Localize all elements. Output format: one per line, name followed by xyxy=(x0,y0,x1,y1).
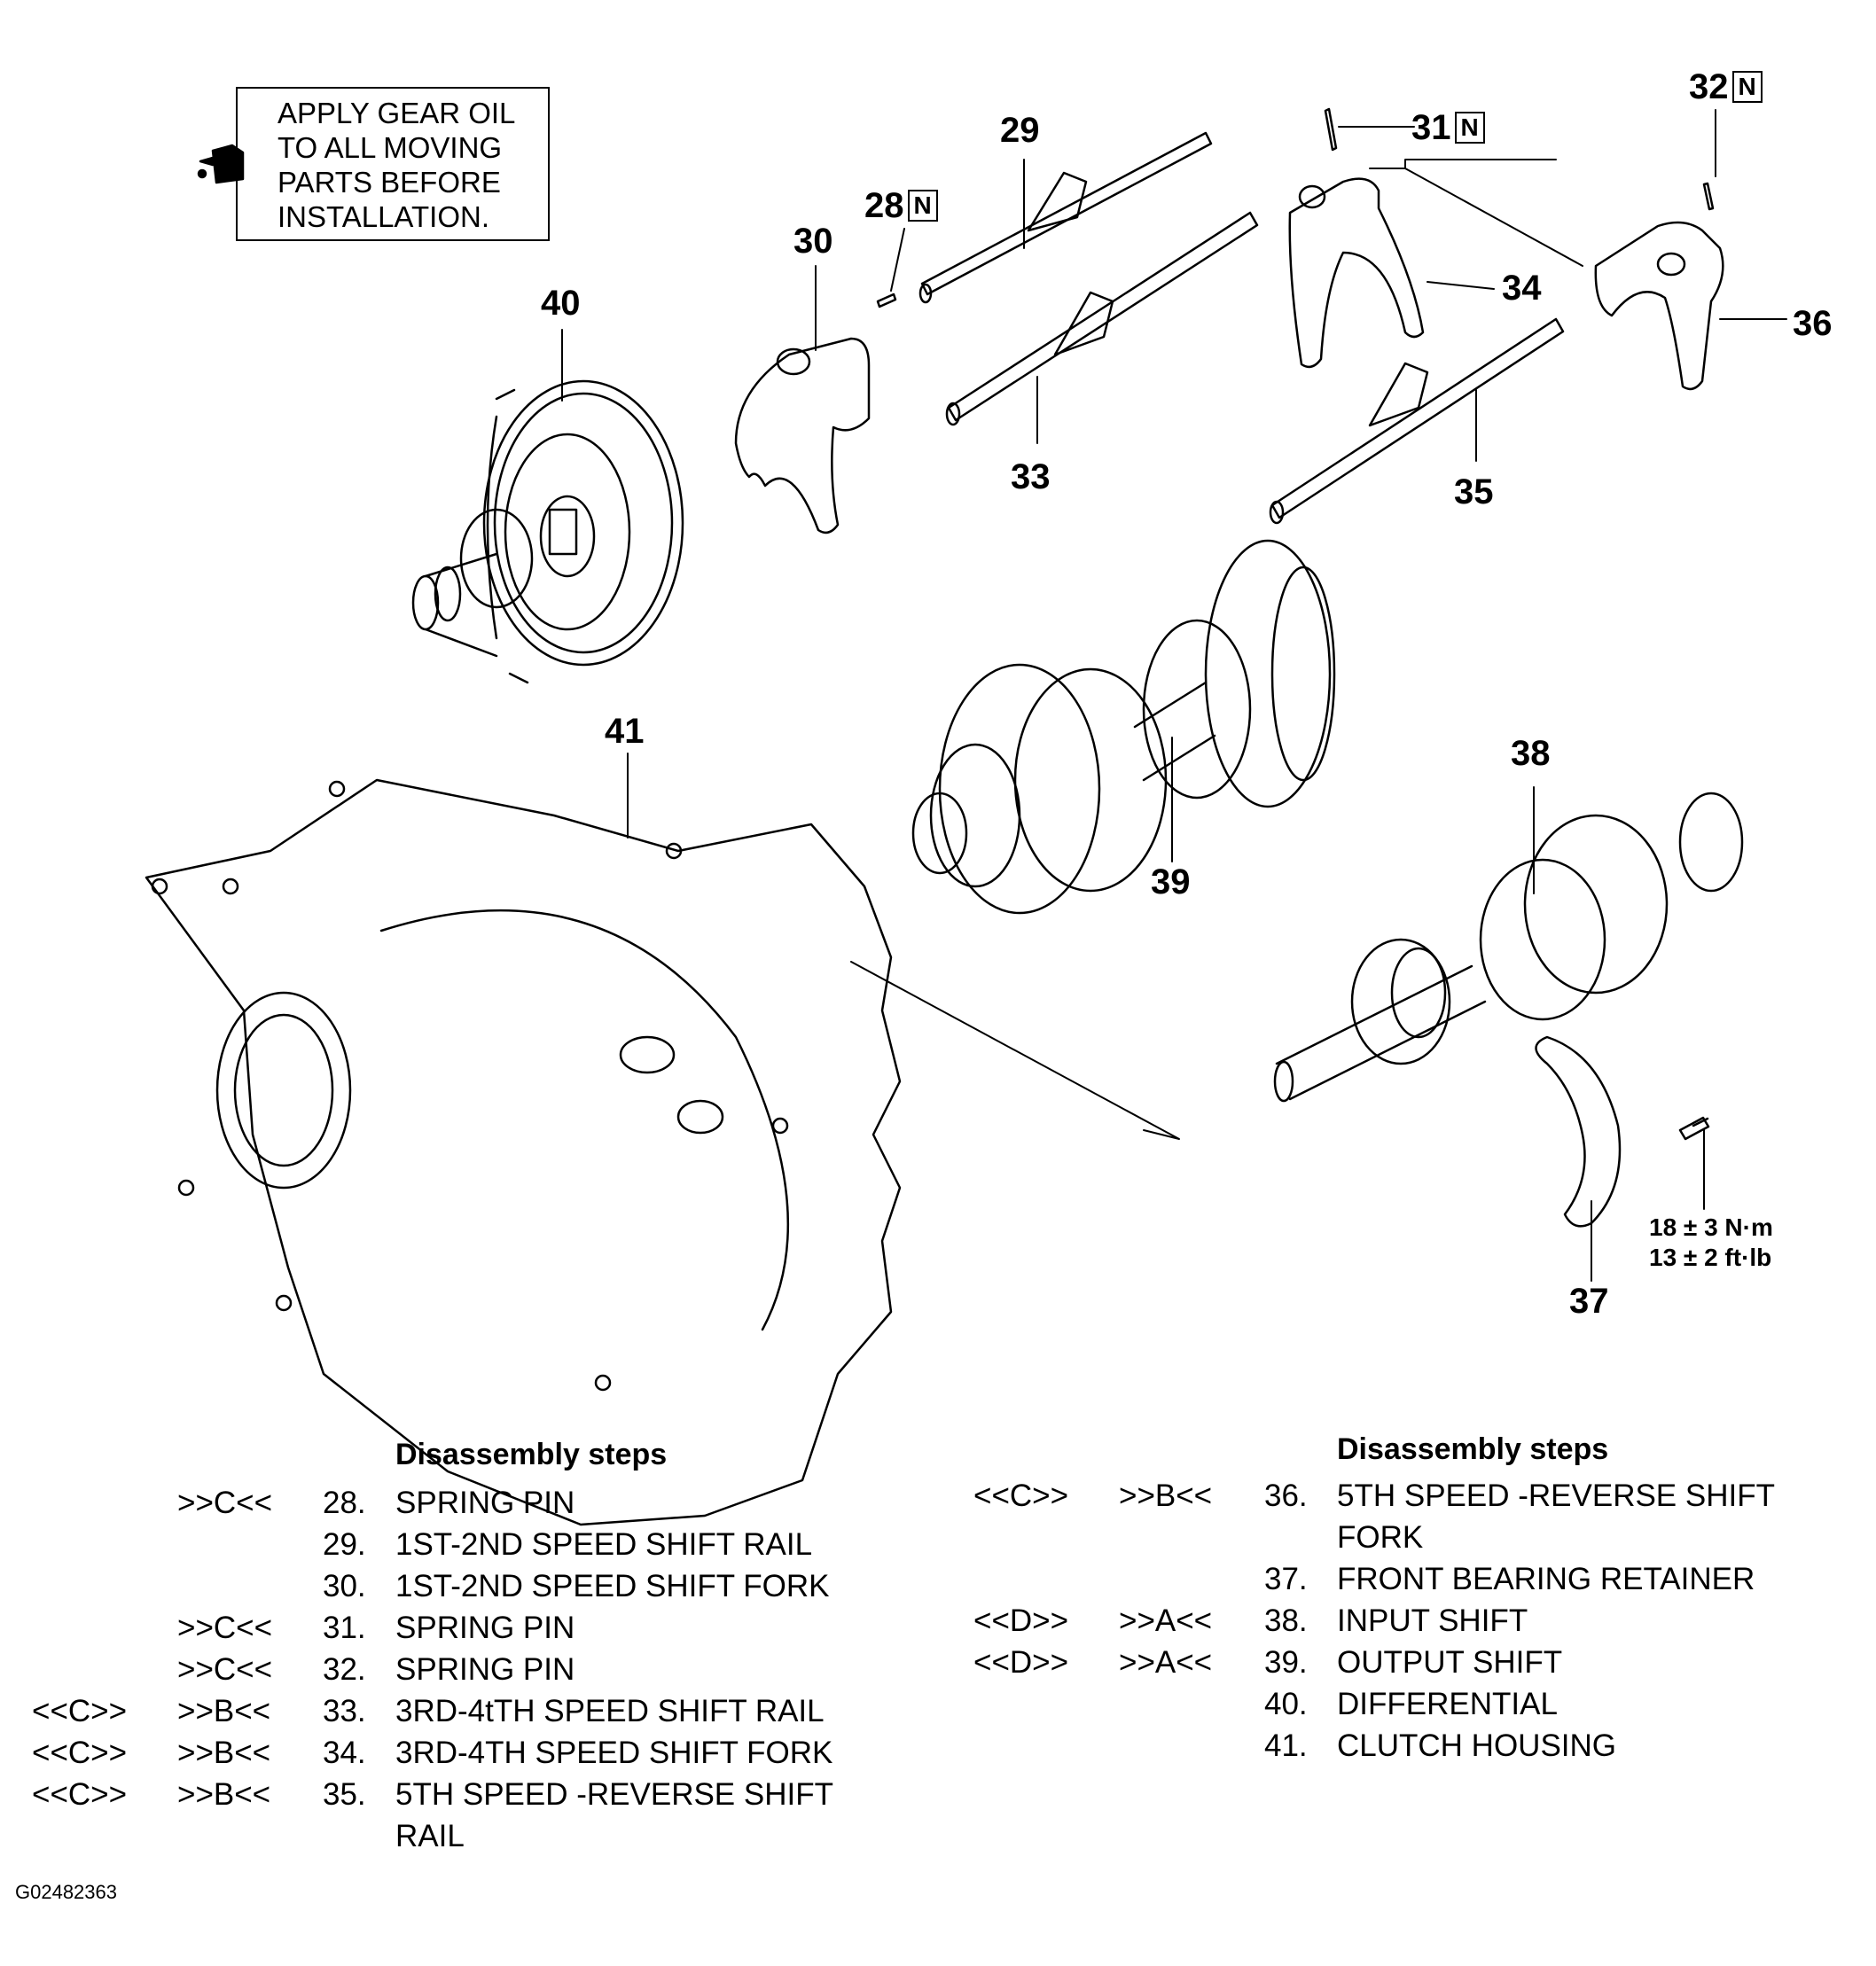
steps-heading-left: Disassembly steps xyxy=(395,1438,668,1471)
torque-spec: 18 ± 3 N·m 13 ± 2 ft·lb xyxy=(1649,1213,1773,1273)
figure-code: G02482363 xyxy=(15,1881,117,1903)
steps-heading-right: Disassembly steps xyxy=(1337,1432,1609,1466)
front-bearing-retainer-37 xyxy=(1535,1035,1622,1228)
list-item: FORK xyxy=(1337,1520,1424,1555)
list-item: <<D>>>>A<<38.INPUT SHIFT xyxy=(973,1603,1528,1638)
list-item: <<C>>>>B<<33.3RD-4tTH SPEED SHIFT RAIL xyxy=(32,1694,825,1728)
list-item: >>C<<31.SPRING PIN xyxy=(177,1611,575,1645)
shift-fork-36 xyxy=(1594,221,1724,391)
n-mark: N xyxy=(1454,112,1485,144)
oil-can-icon xyxy=(197,144,245,184)
list-item: 37.FRONT BEARING RETAINER xyxy=(1264,1562,1755,1596)
list-item: <<C>>>>B<<36.5TH SPEED -REVERSE SHIFT xyxy=(973,1478,1775,1513)
shift-rail-35 xyxy=(1269,317,1565,525)
differential-40 xyxy=(411,379,684,684)
list-item: 30.1ST-2ND SPEED SHIFT FORK xyxy=(323,1569,830,1603)
list-item: <<D>>>>A<<39.OUTPUT SHIFT xyxy=(973,1645,1563,1680)
list-item: >>C<<28.SPRING PIN xyxy=(177,1486,575,1520)
list-item: <<C>>>>B<<34.3RD-4TH SPEED SHIFT FORK xyxy=(32,1736,833,1770)
list-item: RAIL xyxy=(395,1819,465,1853)
clutch-housing-41 xyxy=(145,778,902,1526)
steps-list-right: <<C>>>>B<<36.5TH SPEED -REVERSE SHIFT FO… xyxy=(973,1475,1869,1767)
note-line: APPLY GEAR OIL xyxy=(277,97,516,129)
callout-34: 34 xyxy=(1502,269,1542,308)
list-item: 40.DIFFERENTIAL xyxy=(1264,1687,1558,1721)
callout-33: 33 xyxy=(1011,457,1051,496)
shift-fork-30 xyxy=(734,337,871,534)
shift-rail-33 xyxy=(945,211,1259,426)
shift-fork-34 xyxy=(1288,177,1425,369)
list-item: <<C>>>>B<<35.5TH SPEED -REVERSE SHIFT xyxy=(32,1777,833,1812)
shift-rail-29 xyxy=(918,131,1213,304)
note-line: PARTS BEFORE xyxy=(277,166,501,199)
input-shaft-38 xyxy=(1273,792,1744,1103)
bolt xyxy=(1678,1116,1710,1141)
callout-29: 29 xyxy=(1000,111,1040,150)
callout-36: 36 xyxy=(1793,304,1833,343)
spring-pin-32 xyxy=(1702,182,1715,211)
list-item: >>C<<32.SPRING PIN xyxy=(177,1652,575,1687)
note-line: INSTALLATION. xyxy=(277,200,489,233)
leader-lines xyxy=(561,109,1787,1282)
callout-41: 41 xyxy=(605,712,645,751)
gear-oil-note: APPLY GEAR OIL TO ALL MOVING PARTS BEFOR… xyxy=(236,87,550,241)
list-item: 41.CLUTCH HOUSING xyxy=(1264,1728,1617,1763)
spring-pin-28 xyxy=(876,293,897,308)
list-item: 29.1ST-2ND SPEED SHIFT RAIL xyxy=(323,1527,813,1562)
callout-40: 40 xyxy=(541,284,581,323)
n-mark: N xyxy=(1731,71,1763,104)
callout-37: 37 xyxy=(1569,1282,1609,1321)
spring-pin-31 xyxy=(1324,107,1338,152)
torque-imperial: 13 ± 2 ft·lb xyxy=(1649,1244,1772,1271)
n-mark: N xyxy=(907,190,938,222)
callout-39: 39 xyxy=(1151,862,1191,901)
callout-38: 38 xyxy=(1511,734,1551,773)
callout-30: 30 xyxy=(793,222,833,261)
torque-metric: 18 ± 3 N·m xyxy=(1649,1213,1773,1241)
steps-list-left: >>C<<28.SPRING PIN 29.1ST-2ND SPEED SHIF… xyxy=(32,1482,918,1857)
output-shaft-39 xyxy=(911,539,1336,915)
callout-35: 35 xyxy=(1454,472,1494,511)
note-line: TO ALL MOVING xyxy=(277,131,503,164)
